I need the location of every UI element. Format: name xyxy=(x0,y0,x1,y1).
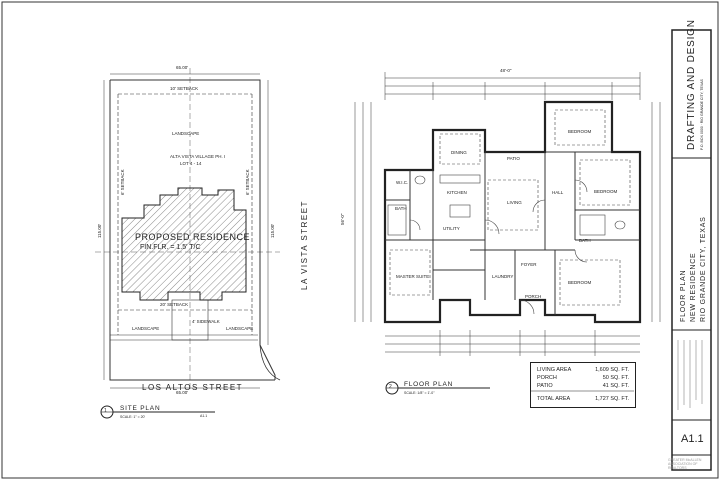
area-row: LIVING AREA 1,609 SQ. FT. xyxy=(537,367,629,375)
room-bath-2: BATH xyxy=(579,238,591,243)
area-row: PATIO 41 SQ. FT. xyxy=(537,383,629,391)
site-plan-title: SITE PLAN xyxy=(120,405,161,412)
title-block-notes xyxy=(677,340,703,410)
street-la-vista: LA VISTA STREET xyxy=(300,200,309,290)
fixtures xyxy=(387,109,631,306)
floor-depth-dim: 56'-0" xyxy=(340,213,345,225)
watermark-text: GREATER McALLEN ASSOCIATION OF REALTORS xyxy=(668,458,702,470)
area-total-row: TOTAL AREA 1,727 SQ. FT. xyxy=(537,396,629,404)
project-line-3: RIO GRANDE CITY, TEXAS xyxy=(700,216,707,322)
lot-label: LOT 4 - 14 xyxy=(180,161,202,166)
floor-plan-walls xyxy=(383,100,642,324)
title-bubbles xyxy=(100,381,490,419)
floor-plan-scale: SCALE: 1/8" = 1'-0" xyxy=(404,391,435,395)
area-total-value: 1,727 SQ. FT. xyxy=(595,396,629,402)
room-patio: PATIO xyxy=(507,156,520,161)
setback-left-label: 6' SETBACK xyxy=(120,169,125,195)
sheet-number: A1.1 xyxy=(681,433,704,445)
room-laundry: LAUNDRY xyxy=(492,274,514,279)
room-bath-1: BATH xyxy=(395,206,407,211)
area-row-value: 1,609 SQ. FT. xyxy=(595,367,629,373)
floor-plan-dimensions xyxy=(354,72,661,356)
landscape-label-left: LANDSCAPE xyxy=(132,326,160,331)
finish-floor-label: FIN.FLR. = 1.5' T/C xyxy=(140,244,201,251)
floor-plan-title: FLOOR PLAN xyxy=(404,381,454,388)
room-foyer: FOYER xyxy=(521,262,537,267)
area-row-label: LIVING AREA xyxy=(537,367,572,373)
room-bedroom-3: BEDROOM xyxy=(568,280,592,285)
landscape-label-right: LANDSCAPE xyxy=(226,326,254,331)
project-line-1: FLOOR PLAN xyxy=(680,269,687,322)
sidewalk-label: 4' SIDEWALK xyxy=(192,319,220,324)
area-row-value: 41 SQ. FT. xyxy=(602,383,629,389)
proposed-residence-footprint xyxy=(121,187,247,301)
proposed-residence-label: PROPOSED RESIDENCE xyxy=(135,232,251,242)
door-swings xyxy=(409,179,588,315)
setback-right-label: 6' SETBACK xyxy=(245,169,250,195)
floor-overall-dim: 48'-0" xyxy=(500,68,512,73)
room-bedroom-2: BEDROOM xyxy=(594,189,618,194)
area-row-label: PORCH xyxy=(537,375,557,381)
room-wic: W.I.C. xyxy=(396,180,409,185)
room-utility: UTILITY xyxy=(443,226,460,231)
room-hall: HALL xyxy=(552,190,564,195)
room-dining: DINING xyxy=(451,150,467,155)
room-bedroom-1: BEDROOM xyxy=(568,129,592,134)
area-row-label: PATIO xyxy=(537,383,553,389)
area-row-value: 50 SQ. FT. xyxy=(602,375,629,381)
site-dim-bottom: 65.00' xyxy=(176,390,189,395)
title-block-frame xyxy=(671,29,712,471)
area-table: LIVING AREA 1,609 SQ. FT. PORCH 50 SQ. F… xyxy=(530,362,636,408)
area-row: PORCH 50 SQ. FT. xyxy=(537,375,629,383)
landscape-label-top: LANDSCAPE xyxy=(172,131,200,136)
project-line-2: NEW RESIDENCE xyxy=(690,252,697,322)
room-master-suite: MASTER SUITE xyxy=(396,274,430,279)
subdivision-label: ALTA VISTA VILLAGE PH. I xyxy=(170,154,226,159)
site-plan-sheet-ref: A1.1 xyxy=(200,414,208,418)
site-plan-bubble-number: 1 xyxy=(104,408,107,414)
site-dim-top: 65.00' xyxy=(176,65,189,70)
room-living: LIVING xyxy=(507,200,522,205)
floor-plan-bubble-number: 2 xyxy=(389,384,392,390)
room-porch: PORCH xyxy=(525,294,542,299)
site-dim-right: 115.00' xyxy=(270,223,275,238)
title-block-lines xyxy=(672,157,711,456)
company-name: DRAFTING AND DESIGN xyxy=(686,19,697,150)
site-dim-left: 115.00' xyxy=(97,223,102,238)
site-plan-scale: SCALE: 1" = 20' xyxy=(120,415,146,419)
floor-plan-interior-walls xyxy=(385,151,640,315)
room-kitchen: KITCHEN xyxy=(447,190,467,195)
setback-bottom-label: 20' SETBACK xyxy=(160,302,189,307)
company-sub: P.O. BOX 0000 · RIO GRANDE CITY, TEXAS xyxy=(700,79,704,150)
setback-top-label: 10' SETBACK xyxy=(170,86,199,91)
street-los-altos: LOS ALTOS STREET xyxy=(142,383,244,392)
area-total-label: TOTAL AREA xyxy=(537,396,571,402)
